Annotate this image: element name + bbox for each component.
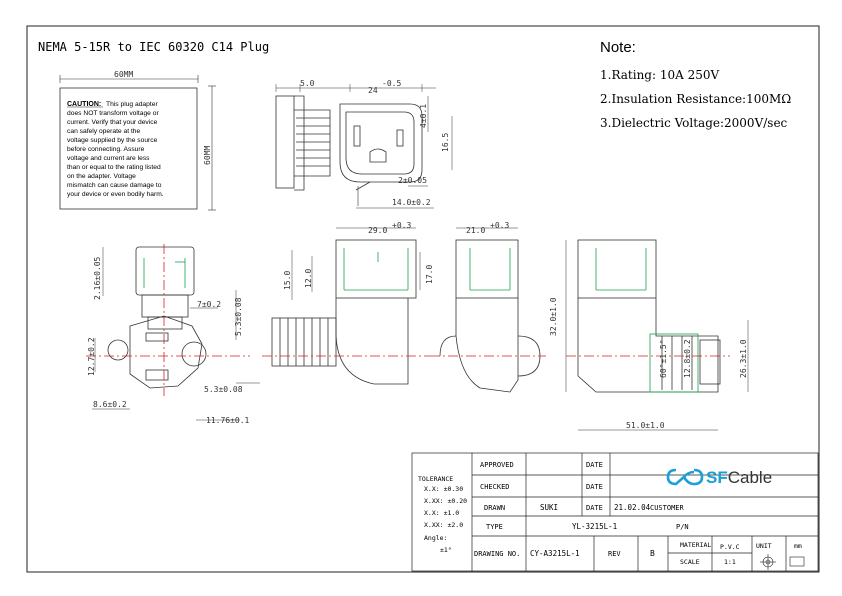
scale-value: 1:1: [724, 558, 736, 566]
dim-7: 7±0.2: [197, 300, 221, 309]
note-dielectric: 3.Dielectric Voltage:2000V/sec: [600, 116, 788, 130]
dim-51: 51.0±1.0: [626, 421, 665, 430]
caution-line-4: voltage supplied by the source: [67, 137, 158, 144]
unit-value: mm: [794, 542, 802, 550]
type-value: YL-3215L-1: [572, 522, 617, 531]
dim-17: 17.0: [425, 265, 434, 284]
dim-15: 15.0: [283, 271, 292, 290]
note-rating: 1.Rating: 10A 250V: [600, 68, 719, 82]
dim-21: 21.0: [466, 226, 485, 235]
material-label: MATERIAL: [680, 541, 711, 549]
brand-name-sf: SF: [706, 468, 728, 487]
caution-line-1: does NOT transform voltage or: [67, 110, 159, 117]
rev-label: REV: [608, 550, 621, 558]
scale-label: SCALE: [680, 558, 700, 566]
dim-2: 2±0.05: [398, 176, 427, 185]
caution-line-7: than or equal to the rating listed: [67, 164, 161, 171]
side-view-right: [430, 227, 546, 393]
side-view-middle: [262, 227, 430, 385]
dim-12: 12.0: [304, 269, 313, 288]
approved-date-label: DATE: [586, 461, 603, 469]
caution-line-6: voltage and current are less: [67, 155, 150, 162]
checked-date-label: DATE: [586, 483, 603, 491]
dim-29: 29.0: [368, 226, 387, 235]
drawn-date-label: DATE: [586, 504, 603, 512]
caution-line-8: on the adapter. Voltage: [67, 173, 136, 180]
pn-label: P/N: [676, 523, 689, 531]
dim-4: 4±0.1: [419, 104, 428, 128]
caution-line-9: mismatch can cause damage to: [67, 182, 162, 189]
rev-value: B: [650, 549, 655, 558]
sfcable-logo: SFCable: [666, 468, 772, 487]
tolerance-line-2: X.X: ±1.0: [424, 509, 459, 517]
caution-word: CAUTION:: [67, 101, 101, 108]
tolerance-line-0: X.X: ±0.30: [424, 485, 463, 493]
side-label-1: 60°±1.5°: [659, 339, 668, 378]
front-view-left: [86, 244, 260, 421]
dim-8-6: 8.6±0.2: [93, 400, 127, 409]
dim-24: 24: [368, 86, 378, 95]
dim-12-7: 12.7±0.2: [87, 337, 96, 376]
dim-5-3: 5.3±0.08: [234, 297, 243, 336]
dim-5-3b: 5.3±0.08: [204, 385, 243, 394]
dim-14: 14.0±0.2: [392, 198, 431, 207]
dim-26: 26.3±1.0: [739, 339, 748, 378]
end-view-right: [565, 239, 749, 431]
notes-heading: Note:: [600, 39, 636, 56]
drawing-no-value: CY-A3215L-1: [530, 549, 580, 558]
title-block: [411, 452, 819, 572]
drawn-label: DRAWN: [484, 504, 505, 512]
drawing-frame: [26, 25, 820, 573]
dim-2-16: 2.16±0.05: [93, 256, 102, 300]
drawing-title: NEMA 5-15R to IEC 60320 C14 Plug: [38, 40, 269, 54]
label-height-dim: 60MM: [203, 146, 212, 165]
caution-line-0: This plug adapter: [106, 101, 158, 108]
label-width-dim: 60MM: [114, 70, 133, 79]
caution-line-10: your device or even bodily harm.: [67, 191, 164, 198]
unit-label: UNIT: [756, 542, 772, 550]
projection-symbol-icon: [760, 554, 805, 570]
type-label: TYPE: [486, 523, 503, 531]
brand-name-cable: Cable: [728, 468, 772, 487]
customer-label: CUSTOMER: [650, 504, 685, 512]
caution-line-2: current. Verify that your device: [67, 119, 158, 126]
tolerance-heading: TOLERANCE: [418, 475, 453, 483]
dim-16-5: 16.5: [441, 133, 450, 152]
sfcable-logo-icon: [666, 468, 704, 486]
tolerance-line-1: X.XX: ±0.20: [424, 497, 467, 505]
drawing-no-label: DRAWING NO.: [474, 550, 520, 558]
caution-line-3: can safely operate at the: [67, 128, 141, 135]
dim-32: 32.0±1.0: [549, 297, 558, 336]
side-label-2: 12.8±0.2: [683, 339, 692, 378]
tolerance-line-5: ±1°: [440, 546, 452, 554]
checked-label: CHECKED: [480, 483, 510, 491]
dim-21-tol: +0.3: [490, 221, 509, 230]
dim-24-tol: -0.5: [382, 79, 401, 88]
top-view-receptacle: [275, 84, 453, 209]
drawn-date-value: 21.02.04: [614, 503, 651, 512]
note-insulation: 2.Insulation Resistance:100MΩ: [600, 92, 791, 106]
caution-label-panel: 60MM 60MM CAUTION: This plug adapter doe…: [59, 70, 216, 211]
caution-line-5: before connecting. Assure: [67, 146, 145, 153]
dim-5-0: 5.0: [300, 79, 315, 88]
brand-name: SFCable: [706, 468, 772, 487]
dim-11-7: 11.76±0.1: [206, 416, 250, 425]
drawn-value: SUKI: [540, 503, 558, 512]
approved-label: APPROVED: [480, 461, 514, 469]
tolerance-line-3: X.XX: ±2.0: [424, 521, 463, 529]
tolerance-line-4: Angle:: [424, 534, 447, 542]
material-value: P.V.C: [720, 543, 740, 551]
dim-29-tol: +0.3: [392, 221, 411, 230]
